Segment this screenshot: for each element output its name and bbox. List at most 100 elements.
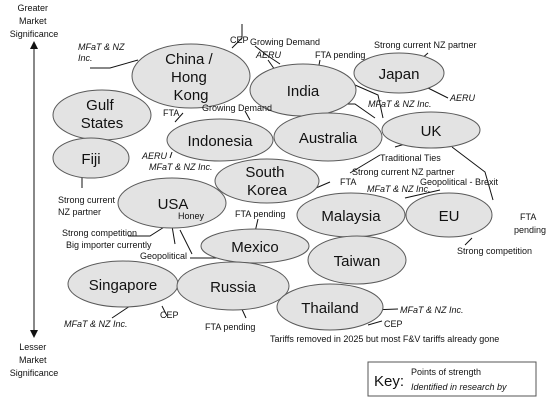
oval-fiji [52,137,130,179]
oval-southkorea [214,158,320,204]
note-fta-russia: FTA pending [205,322,255,332]
oval-china [131,43,251,109]
connector-cep-thailand [367,320,383,326]
market-label-taiwan: Taiwan [334,253,381,270]
market-label-china: China / Hong Kong [165,51,217,104]
market-label-india: India [287,83,320,100]
market-label-usa: USA [158,196,189,213]
market-ovals: China / Hong Kong India Japan Gulf State… [52,43,493,331]
oval-indonesia [166,118,274,162]
oval-eu [405,192,493,238]
market-label-indonesia: Indonesia [187,133,253,150]
market-label-eu: EU [439,208,460,225]
market-label-fiji: Fiji [81,151,100,168]
market-fiji: Fiji [52,137,130,179]
note-big-importer: Big importer currently [66,240,152,250]
oval-thailand [276,283,384,331]
key-item-research: Identified in research by [411,382,507,392]
connector-aeru-japan [427,87,449,99]
connector-growing-indonesia [244,110,251,121]
note-fta-pending-mexico: FTA pending [235,209,285,219]
market-china: China / Hong Kong [131,43,251,109]
market-singapore: Singapore [67,260,179,308]
oval-uk [381,111,481,149]
connector-fta-indonesia [174,112,184,123]
connector-strong-comp-eu [464,237,473,246]
note-strong-comp-usa: Strong competition [62,228,137,238]
market-thailand: Thailand [276,283,384,331]
note-fta-indonesia: FTA [163,108,179,118]
key-item-strength: Points of strength [411,367,481,377]
connector-mfat-singapore [111,305,131,319]
axis-top-label: Greater Market Significance [10,3,59,39]
market-label-mexico: Mexico [231,239,279,256]
market-usa: USA [117,177,227,229]
note-cep-thailand: CEP [384,319,403,329]
note-mfat-malaysia: MFaT & NZ Inc. [367,184,431,194]
connector-big-importer [171,225,176,245]
connector-geopolitical [179,229,193,255]
market-label-gulf: Gulf States [81,97,124,132]
connector-india-australia [354,84,384,119]
note-fta-korea: FTA [340,177,356,187]
note-aeru-india: AERU [255,50,282,60]
note-honey: Honey [178,211,205,221]
note-strong-japan: Strong current NZ partner [374,40,477,50]
significance-axis: Greater Market Significance Lesser Marke… [10,3,59,378]
note-strong-australia: Strong current NZ partner [352,167,455,177]
market-label-malaysia: Malaysia [321,208,381,225]
note-growing-india: Growing Demand [250,37,320,47]
oval-japan [353,52,445,94]
connector-cep-singapore [161,305,168,317]
note-cep-singapore: CEP [160,310,179,320]
note-brexit: Geopolitical - Brexit [420,177,499,187]
connector-mfat-china [90,59,139,69]
connector-uk-eu [451,146,494,201]
market-gulf: Gulf States [52,89,152,141]
market-label-singapore: Singapore [89,277,157,294]
oval-taiwan [307,235,407,285]
connector-aeru-fiji [169,151,173,159]
note-aeru-japan: AERU [449,93,476,103]
note-mfat-thailand: MFaT & NZ Inc. [400,305,464,315]
market-mexico: Mexico [200,228,310,264]
key-title: Key: [374,373,404,390]
note-geopolitical: Geopolitical [140,251,187,261]
note-cep-china: CEP [230,35,249,45]
market-australia: Australia [273,112,383,162]
axis-arrow-down [30,330,38,338]
connector-growing-india [254,45,281,65]
oval-mexico [200,228,310,264]
market-japan: Japan [353,52,445,94]
note-strong-comp-eu: Strong competition [457,246,532,256]
key-legend: Key: Points of strength Identified in re… [367,361,537,397]
annotation-notes: CEP MFaT & NZ Inc. Growing Demand AERU F… [58,35,546,344]
market-southkorea: South Korea [214,158,320,204]
connector-brexit [404,189,441,199]
market-uk: UK [381,111,481,149]
note-growing-indonesia: Growing Demand [202,103,272,113]
connector-cep-china [231,24,243,49]
note-mfat-singapore: MFaT & NZ Inc. [64,319,128,329]
market-india: India [249,63,357,117]
note-mfat-australia: MFaT & NZ Inc. [368,99,432,109]
connector-strong-australia [349,154,381,174]
market-russia: Russia [176,261,290,311]
market-malaysia: Malaysia [296,192,406,238]
market-label-russia: Russia [210,279,257,296]
note-fta-eu: FTA pending [514,212,546,235]
note-tariffs: Tariffs removed in 2025 but most F&V tar… [270,334,499,344]
axis-arrow-up [30,41,38,49]
note-mfat-china: MFaT & NZ Inc. [78,42,127,63]
market-eu: EU [405,192,493,238]
oval-australia [273,112,383,162]
axis-bottom-label: Lesser Market Significance [10,342,59,378]
note-strong-fiji: Strong current NZ partner [58,195,118,217]
oval-russia [176,261,290,311]
note-aeru-fiji: AERU [141,151,168,161]
oval-usa [117,177,227,229]
market-label-southkorea: South Korea [245,164,288,199]
note-fta-india: FTA pending [315,50,365,60]
note-traditional-ties: Traditional Ties [380,153,441,163]
